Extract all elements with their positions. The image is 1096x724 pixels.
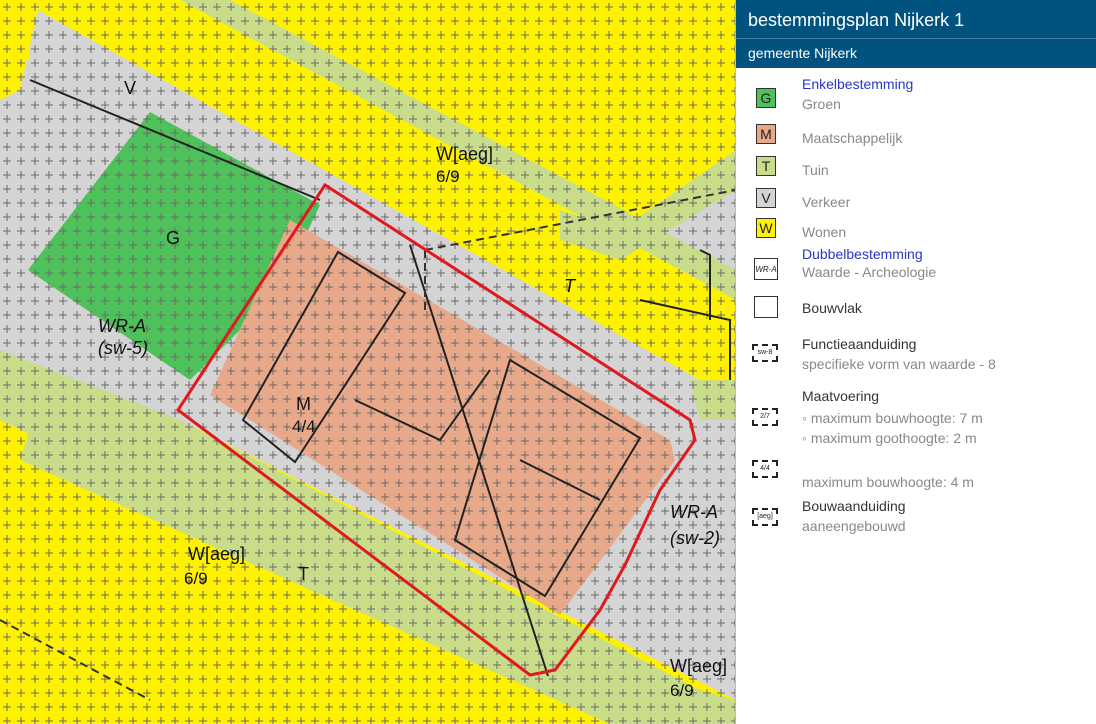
- legend-label-bouwvlak: Bouwvlak: [802, 300, 862, 316]
- label-waeg-bottom: W[aeg]: [188, 544, 245, 564]
- legend-swatch-tuin: T: [756, 156, 776, 176]
- legend-swatch-functie: sw-8: [752, 344, 778, 362]
- label-sw2: (sw-2): [670, 528, 720, 548]
- legend-swatch-groen: G: [756, 88, 776, 108]
- label-m: M: [296, 394, 311, 414]
- dubbelbestemming-header: Dubbelbestemming: [802, 246, 923, 262]
- legend-swatch-wonen: W: [756, 218, 776, 238]
- legend-label-wonen: Wonen: [802, 224, 847, 240]
- legend-subtitle: gemeente Nijkerk: [736, 38, 1096, 67]
- label-sw5: (sw-5): [98, 338, 148, 358]
- label-waeg-top: W[aeg]: [436, 144, 493, 164]
- maat-item-bouwhoogte-4: maximum bouwhoogte: 4 m: [802, 474, 974, 490]
- legend-label-archeologie: Waarde - Archeologie: [802, 264, 937, 280]
- legend-swatch-maatschappelijk: M: [756, 124, 776, 144]
- legend-swatch-verkeer: V: [756, 188, 776, 208]
- legend-swatch-bouwvlak: [754, 296, 778, 318]
- label-wra-left: WR-A: [98, 316, 146, 336]
- enkelbestemming-header: Enkelbestemming: [802, 76, 914, 92]
- functieaanduiding-header: Functieaanduiding: [802, 336, 917, 352]
- legend-panel: bestemmingsplan Nijkerk 1 gemeente Nijke…: [736, 0, 1096, 724]
- maat-item-bouwhoogte-7: ◦ maximum bouwhoogte: 7 m: [802, 410, 983, 426]
- label-t-right: T: [564, 276, 577, 296]
- maat-item-goothoogte-2: ◦ maximum goothoogte: 2 m: [802, 430, 977, 446]
- legend-label-bouw: aaneengebouwd: [802, 518, 906, 534]
- plangebied-outline[interactable]: [175, 182, 697, 677]
- label-waeg-br-nums: 6/9: [670, 681, 694, 700]
- label-g: G: [166, 228, 180, 248]
- legend-label-groen: Groen: [802, 96, 841, 112]
- functie-lines: [0, 189, 735, 701]
- legend-header: bestemmingsplan Nijkerk 1 gemeente Nijke…: [736, 0, 1096, 68]
- legend-label-tuin: Tuin: [802, 162, 829, 178]
- archeologie-overlay: [0, 0, 735, 724]
- map-canvas[interactable]: V W[aeg] 6/9 G T WR-A (sw-5) M 4/4 WR-A …: [0, 0, 736, 724]
- legend-swatch-maat-27: 2/7: [752, 408, 778, 426]
- bouwvlakken: [29, 79, 731, 677]
- maatvoering-header: Maatvoering: [802, 388, 880, 404]
- label-waeg-bottom-nums: 6/9: [184, 569, 208, 588]
- legend-swatch-archeologie: WR-A: [754, 258, 778, 280]
- legend-label-maatschappelijk: Maatschappelijk: [802, 130, 903, 146]
- legend-label-functie: specifieke vorm van waarde - 8: [802, 356, 996, 372]
- legend-swatch-maat-44: 4/4: [752, 460, 778, 478]
- label-v: V: [124, 78, 136, 98]
- label-wra-right: WR-A: [670, 502, 718, 522]
- label-waeg-top-nums: 6/9: [436, 167, 460, 186]
- legend-swatch-bouw: [aeg]: [752, 508, 778, 526]
- label-waeg-br: W[aeg]: [670, 656, 727, 676]
- label-m-nums: 4/4: [292, 417, 316, 436]
- legend-label-verkeer: Verkeer: [802, 194, 851, 210]
- label-t-bottom: T: [298, 564, 309, 584]
- bouwaanduiding-header: Bouwaanduiding: [802, 498, 906, 514]
- legend-title: bestemmingsplan Nijkerk 1: [748, 10, 965, 30]
